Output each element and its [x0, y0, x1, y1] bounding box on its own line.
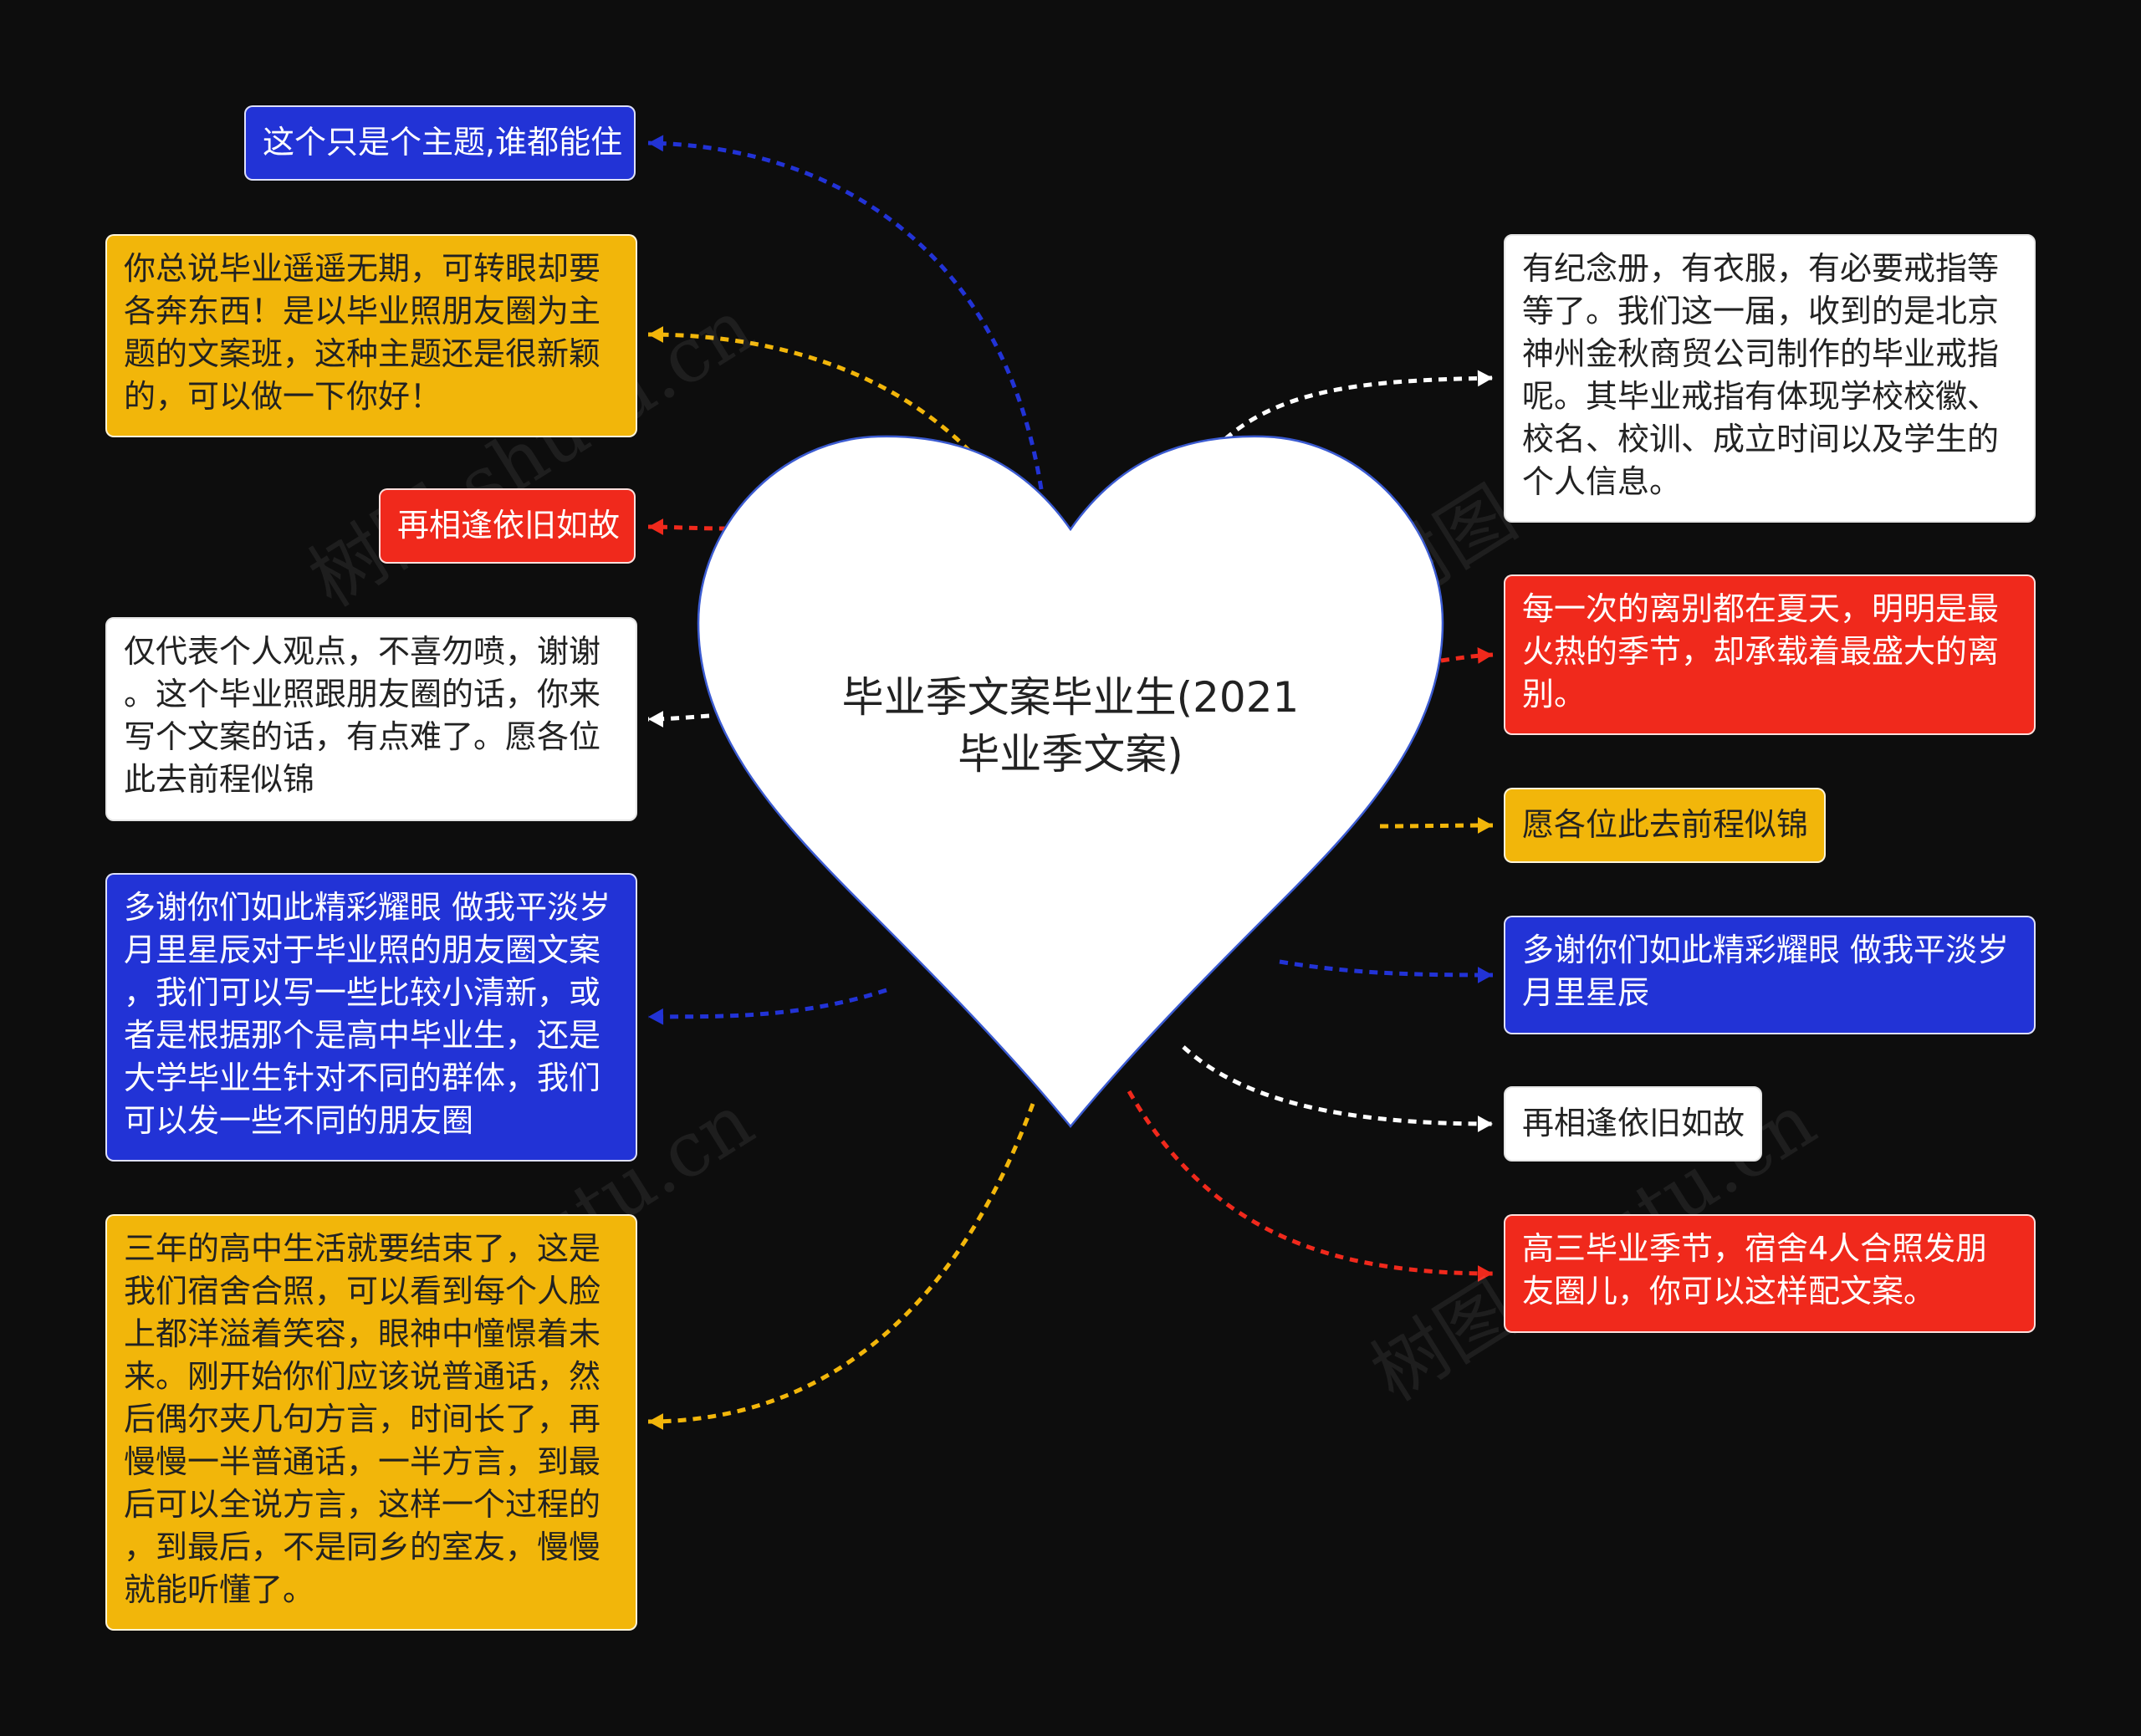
connector-l5: [647, 988, 887, 1019]
topic-node-right-2[interactable]: 每一次的离别都在夏天，明明是最 火热的季节，却承载着最盛大的离 别。: [1504, 574, 2036, 735]
center-topic-title: 毕业季文案毕业生(2021 毕业季文案): [841, 673, 1300, 779]
arrowhead-l6: [648, 1413, 663, 1430]
connector-l6: [647, 1103, 1035, 1424]
topic-node-right-3[interactable]: 愿各位此去前程似锦: [1504, 788, 1826, 863]
topic-node-left-4[interactable]: 仅代表个人观点，不喜勿喷，谢谢 。这个毕业照跟朋友圈的话，你来 写个文案的话，有…: [105, 617, 637, 821]
topic-node-left-2[interactable]: 你总说毕业遥遥无期，可转眼却要 各奔东西！是以毕业照朋友圈为主 题的文案班，这种…: [105, 234, 637, 437]
arrowhead-r5: [1478, 1116, 1493, 1132]
arrowhead-l2: [648, 326, 663, 343]
arrowhead-l5: [648, 1008, 664, 1025]
connector-l1: [647, 140, 1044, 490]
arrowhead-r1: [1477, 370, 1493, 387]
arrowhead-r6: [1478, 1265, 1493, 1282]
topic-node-left-1[interactable]: 这个只是个主题,谁都能住: [244, 105, 636, 181]
topic-node-right-6[interactable]: 高三毕业季节，宿舍4人合照发朋 友圈儿，你可以这样配文案。: [1504, 1214, 2036, 1333]
connector-r1: [1224, 375, 1494, 441]
arrowhead-l4: [648, 711, 663, 728]
connector-l4: [647, 713, 710, 722]
topic-node-right-5[interactable]: 再相逢依旧如故: [1504, 1086, 1762, 1162]
center-heart-shape: [697, 435, 1444, 1128]
topic-node-right-4[interactable]: 多谢你们如此精彩耀眼 做我平淡岁 月里星辰: [1504, 916, 2036, 1034]
connector-r5: [1182, 1045, 1494, 1126]
topic-node-right-1[interactable]: 有纪念册，有衣服，有必要戒指等 等了。我们这一届，收到的是北京 神州金秋商贸公司…: [1504, 234, 2036, 523]
connector-r6: [1127, 1090, 1494, 1276]
connector-r4: [1279, 959, 1494, 978]
topic-node-left-6[interactable]: 三年的高中生活就要结束了，这是 我们宿舍合照，可以看到每个人脸 上都洋溢着笑容，…: [105, 1214, 637, 1631]
topic-node-left-3[interactable]: 再相逢依旧如故: [379, 488, 636, 564]
arrowhead-r2: [1477, 647, 1493, 664]
connector-r3: [1379, 823, 1494, 829]
arrowhead-l1: [648, 135, 664, 152]
connector-l2: [647, 332, 972, 453]
arrowhead-l3: [648, 518, 663, 535]
arrowhead-r3: [1478, 817, 1493, 834]
arrowhead-r4: [1478, 967, 1493, 983]
topic-node-left-5[interactable]: 多谢你们如此精彩耀眼 做我平淡岁 月里星辰对于毕业照的朋友圈文案 ，我们可以写一…: [105, 873, 637, 1162]
connector-lines: [647, 135, 1494, 1430]
